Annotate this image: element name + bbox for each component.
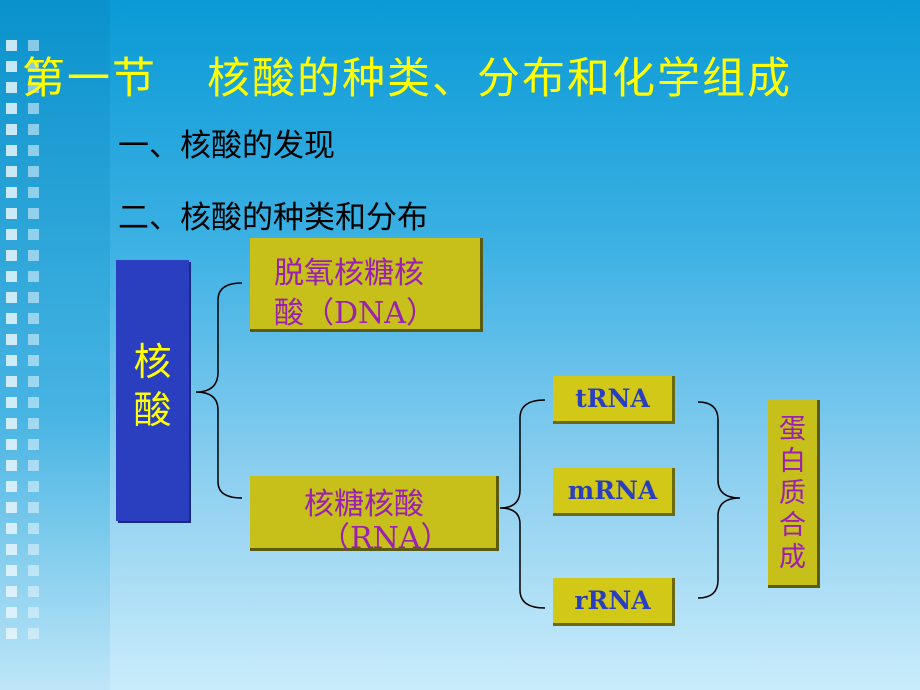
nucleic-acid-label: 核酸 — [133, 340, 172, 432]
slide-title: 第一节核酸的种类、分布和化学组成 — [22, 44, 792, 106]
mrna-box: mRNA — [553, 468, 675, 516]
rna-label-line2: （RNA） — [320, 521, 451, 556]
trna-box: tRNA — [553, 376, 675, 424]
outline-item-1: 一、核酸的发现 — [118, 128, 335, 164]
left-decorative-dots-secondary — [28, 40, 46, 640]
outline-item-2: 二、核酸的种类和分布 — [118, 200, 428, 236]
slide-title-topic: 核酸的种类、分布和化学组成 — [207, 54, 792, 104]
rrna-box: rRNA — [553, 578, 675, 626]
bracket-rna-types — [499, 399, 546, 609]
protein-synthesis-box: 蛋白质合成 — [768, 400, 820, 588]
bracket-nucleic-acid — [195, 282, 243, 499]
dna-box: 脱氧核糖核 酸（DNA） — [250, 238, 483, 332]
dna-label-line1: 脱氧核糖核 — [274, 256, 424, 291]
rna-label-line1: 核糖核酸 — [304, 487, 424, 522]
rna-box: 核糖核酸 （RNA） — [250, 476, 499, 556]
left-decorative-dots — [6, 40, 24, 640]
slide-title-section: 第一节 — [22, 54, 157, 104]
dna-label-line2: 酸（DNA） — [274, 296, 436, 331]
nucleic-acid-box — [116, 260, 189, 521]
bracket-protein-synthesis — [697, 401, 741, 599]
